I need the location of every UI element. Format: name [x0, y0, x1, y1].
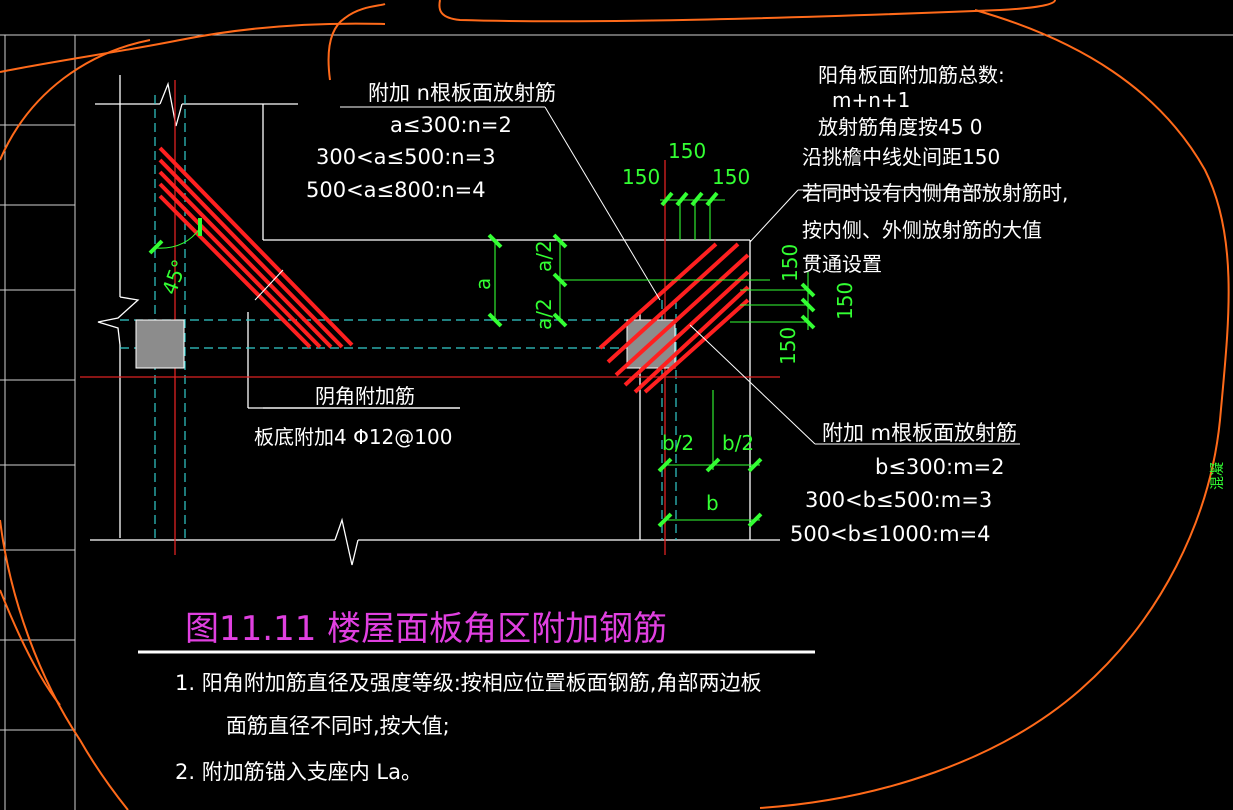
- top-label: 附加 n根板面放射筋 a≤300:n=2 300<a≤500:n=3 500<a…: [306, 81, 556, 202]
- leader-lines: [254, 106, 1020, 445]
- dim-a-half-1: a/2: [532, 240, 556, 272]
- note-2: 2. 附加筋锚入支座内 La。: [175, 760, 422, 784]
- dim-150-top: 150: [668, 139, 706, 163]
- total-note-line-1: 阳角板面附加筋总数:: [818, 63, 1005, 87]
- top-label-line-3: 500<a≤800:n=4: [306, 178, 486, 202]
- dim-b-half-1: b/2: [662, 431, 694, 455]
- dim-150-right: 150: [712, 165, 750, 189]
- total-note-line-7: 贯通设置: [802, 252, 882, 276]
- total-note-line-6: 按内侧、外侧放射筋的大值: [802, 218, 1042, 242]
- top-label-line-2: 300<a≤500:n=3: [316, 145, 496, 169]
- dimension-ticks: [148, 191, 816, 528]
- dim-b: b: [706, 491, 719, 515]
- side-mark: 混凝: [1210, 462, 1226, 490]
- inner-corner-label: 阴角附加筋: [315, 384, 415, 408]
- dim-a-half-2: a/2: [532, 298, 556, 330]
- bottom-label-line-3: 500<b≤1000:m=4: [790, 522, 991, 546]
- bottom-label-heading: 附加 m根板面放射筋: [822, 421, 1017, 445]
- beam-hidden-lines: [120, 95, 677, 540]
- outer-corner-rebars: [598, 242, 750, 394]
- dim-150-vert-3: 150: [776, 327, 800, 365]
- inner-corner-rebars: [158, 146, 354, 349]
- total-note-line-2: m+n+1: [832, 88, 910, 112]
- total-note-line-5: 若同时设有内侧角部放射筋时,: [802, 181, 1068, 205]
- total-note-line-4: 沿挑檐中线处间距150: [802, 145, 1000, 169]
- structure-outline: [90, 75, 780, 566]
- dimension-texts: 150 150 150 150 150 150 a a/2 a/2 b/2 b/…: [157, 139, 857, 515]
- column-left: [135, 319, 185, 369]
- dim-150-left: 150: [622, 165, 660, 189]
- top-label-line-1: a≤300:n=2: [390, 113, 512, 137]
- dim-b-half-2: b/2: [722, 431, 754, 455]
- bottom-label-line-1: b≤300:m=2: [875, 455, 1005, 479]
- top-label-heading: 附加 n根板面放射筋: [368, 81, 556, 105]
- drawing-title: 图11.11 楼屋面板角区附加钢筋: [185, 609, 667, 649]
- dim-angle: 45°: [157, 256, 192, 298]
- note-1: 1. 阳角附加筋直径及强度等级:按相应位置板面钢筋,角部两边板: [175, 671, 761, 695]
- inner-corner-note: 板底附加4 Φ12@100: [254, 425, 452, 449]
- dim-150-vert-2: 150: [833, 282, 857, 320]
- total-note-line-3: 放射筋角度按45 0: [818, 115, 983, 139]
- bottom-label-line-2: 300<b≤500:m=3: [805, 488, 992, 512]
- note-1-cont: 面筋直径不同时,按大值;: [226, 714, 450, 738]
- dim-150-vert-1: 150: [778, 244, 802, 282]
- bottom-label: 附加 m根板面放射筋 b≤300:m=2 300<b≤500:m=3 500<b…: [790, 421, 1017, 546]
- notes: 1. 阳角附加筋直径及强度等级:按相应位置板面钢筋,角部两边板 面筋直径不同时,…: [175, 671, 761, 784]
- total-note: 阳角板面附加筋总数: m+n+1 放射筋角度按45 0 沿挑檐中线处间距150 …: [802, 63, 1068, 276]
- dim-a: a: [471, 278, 495, 290]
